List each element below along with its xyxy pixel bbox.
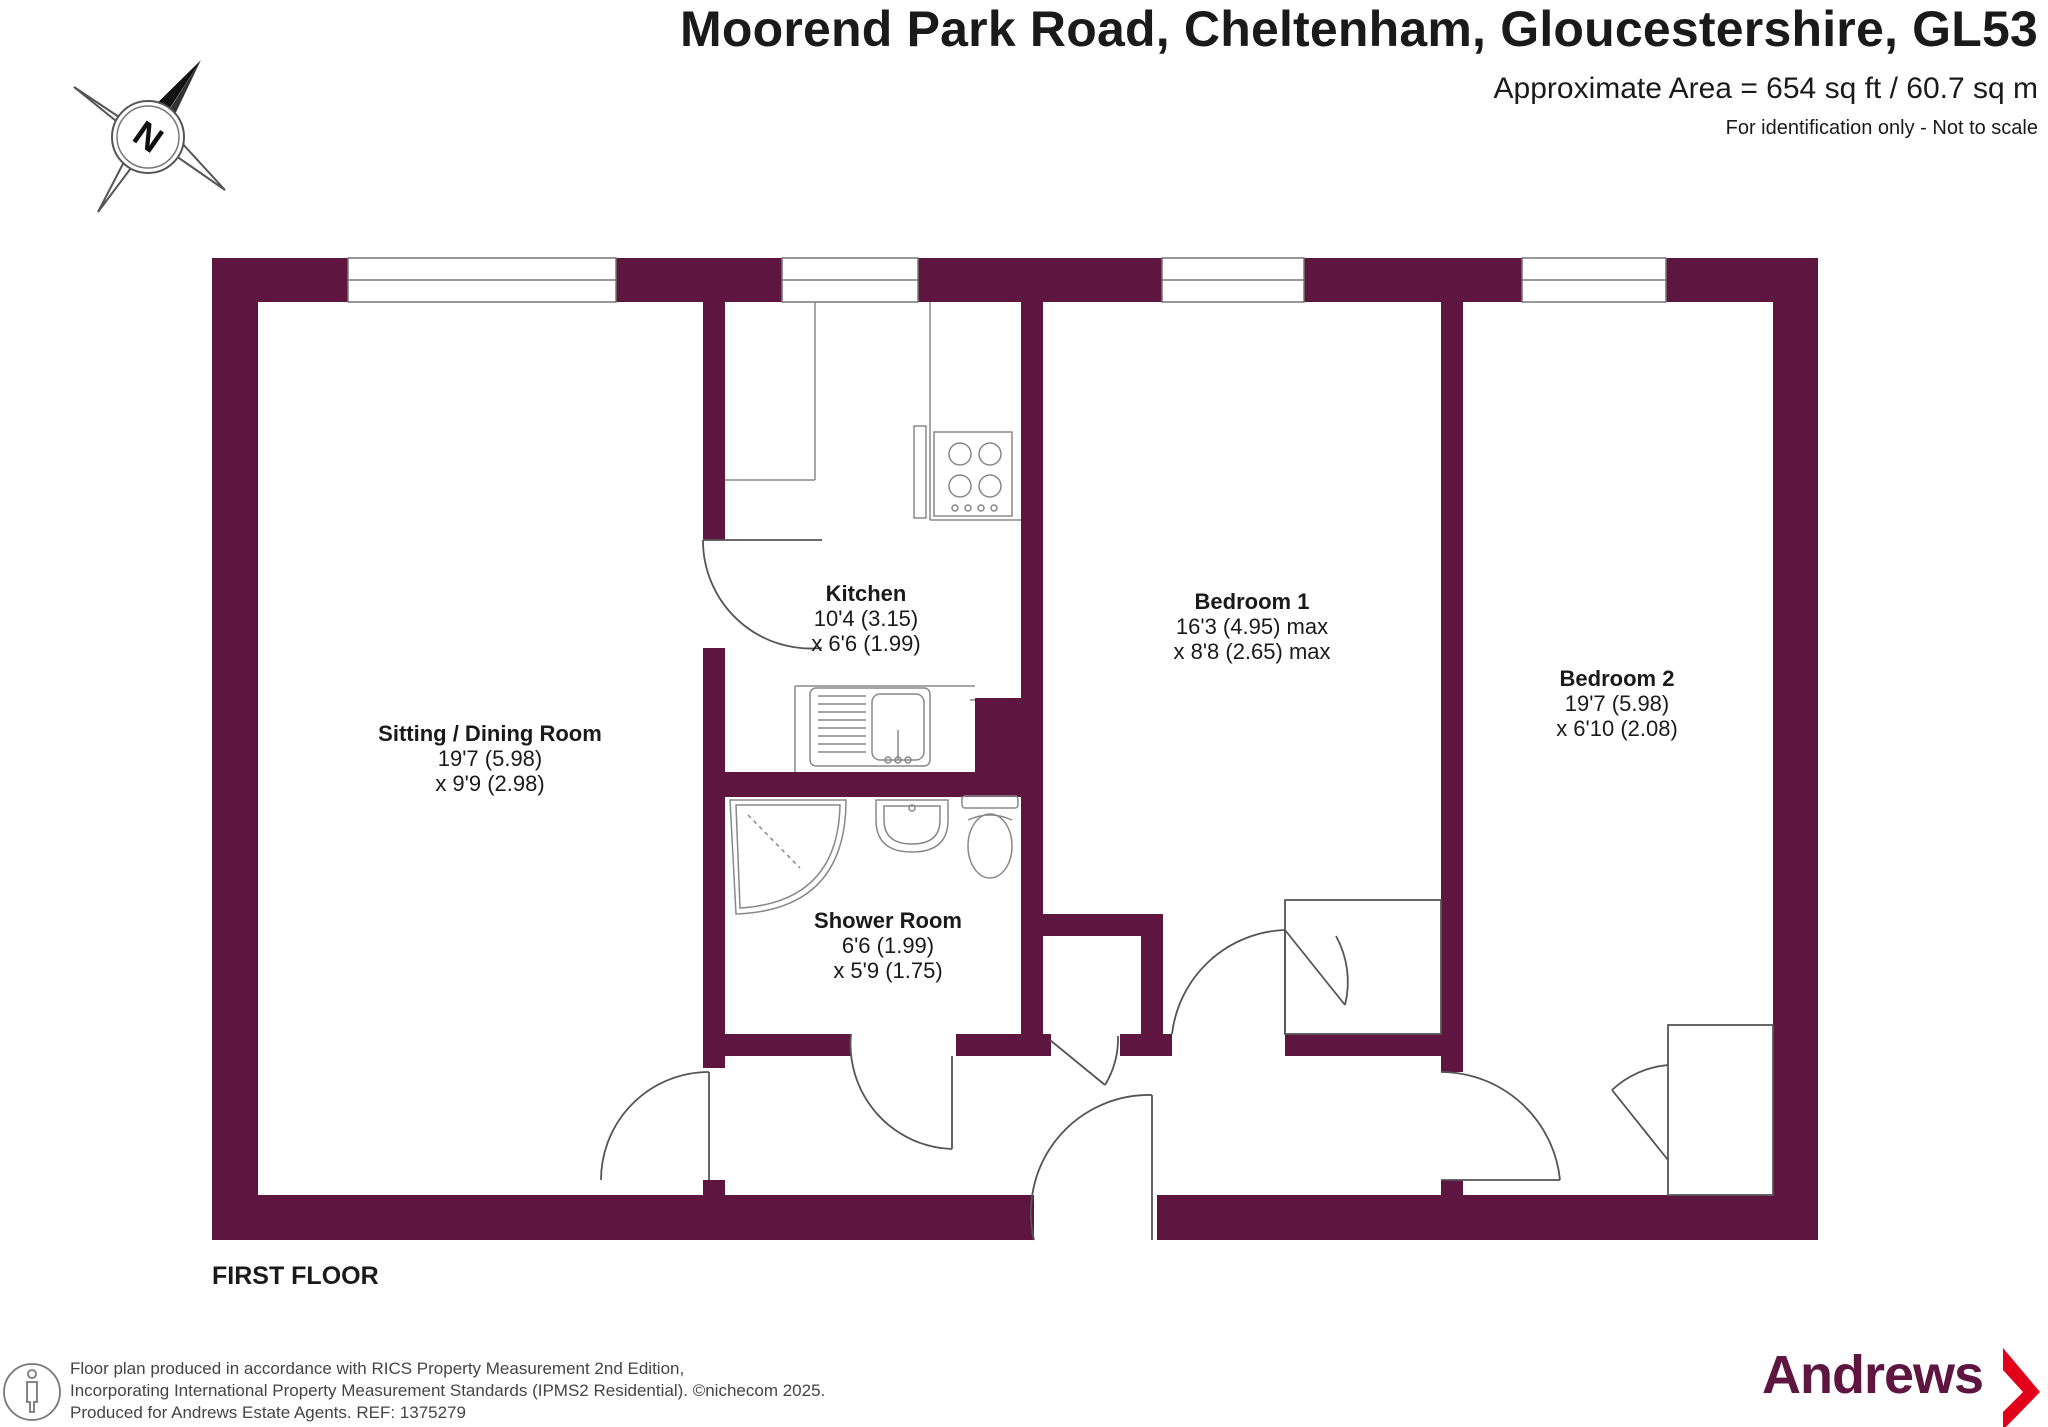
svg-text:x 9'9 (2.98): x 9'9 (2.98) <box>435 771 544 796</box>
person-icon <box>3 1363 61 1421</box>
walls <box>212 258 1818 1240</box>
svg-text:Bedroom 2: Bedroom 2 <box>1560 666 1675 691</box>
footer-line-2: Incorporating International Property Mea… <box>70 1381 826 1400</box>
svg-text:6'6 (1.99): 6'6 (1.99) <box>842 933 934 958</box>
room-label-sitting-dining: Sitting / Dining Room 19'7 (5.98) x 9'9 … <box>378 721 602 796</box>
svg-text:19'7 (5.98): 19'7 (5.98) <box>1565 691 1670 716</box>
doors <box>600 539 1774 1241</box>
room-label-shower-room: Shower Room 6'6 (1.99) x 5'9 (1.75) <box>814 908 962 983</box>
svg-text:10'4 (3.15): 10'4 (3.15) <box>814 606 919 631</box>
floor-label: FIRST FLOOR <box>212 1262 379 1290</box>
svg-text:x 5'9 (1.75): x 5'9 (1.75) <box>833 958 942 983</box>
footer-line-1: Floor plan produced in accordance with R… <box>70 1359 685 1378</box>
property-title: Moorend Park Road, Cheltenham, Glouceste… <box>680 1 2038 57</box>
kitchen-fittings <box>725 302 1021 772</box>
footer-note: Floor plan produced in accordance with R… <box>70 1358 825 1424</box>
scale-note: For identification only - Not to scale <box>1725 117 2038 139</box>
svg-text:x 6'10 (2.08): x 6'10 (2.08) <box>1556 716 1678 741</box>
brand-logo: Andrews <box>1762 1345 1984 1405</box>
svg-text:Bedroom 1: Bedroom 1 <box>1195 589 1310 614</box>
svg-text:Shower Room: Shower Room <box>814 908 962 933</box>
svg-text:x 6'6 (1.99): x 6'6 (1.99) <box>811 631 920 656</box>
approximate-area: Approximate Area = 654 sq ft / 60.7 sq m <box>1493 72 2038 105</box>
svg-text:16'3 (4.95) max: 16'3 (4.95) max <box>1176 614 1328 639</box>
room-label-bedroom-1: Bedroom 1 16'3 (4.95) max x 8'8 (2.65) m… <box>1173 589 1330 664</box>
svg-text:Kitchen: Kitchen <box>826 581 907 606</box>
svg-text:19'7 (5.98): 19'7 (5.98) <box>438 746 543 771</box>
room-label-bedroom-2: Bedroom 2 19'7 (5.98) x 6'10 (2.08) <box>1556 666 1678 741</box>
room-label-kitchen: Kitchen 10'4 (3.15) x 6'6 (1.99) <box>811 581 920 656</box>
footer-line-3: Produced for Andrews Estate Agents. REF:… <box>70 1403 466 1422</box>
compass-icon: N <box>73 60 226 213</box>
windows <box>347 257 1667 303</box>
brand-chevron-icon <box>2003 1348 2040 1427</box>
shower-fittings <box>729 795 1019 915</box>
svg-text:Sitting / Dining Room: Sitting / Dining Room <box>378 721 602 746</box>
svg-text:x 8'8 (2.65) max: x 8'8 (2.65) max <box>1173 639 1330 664</box>
